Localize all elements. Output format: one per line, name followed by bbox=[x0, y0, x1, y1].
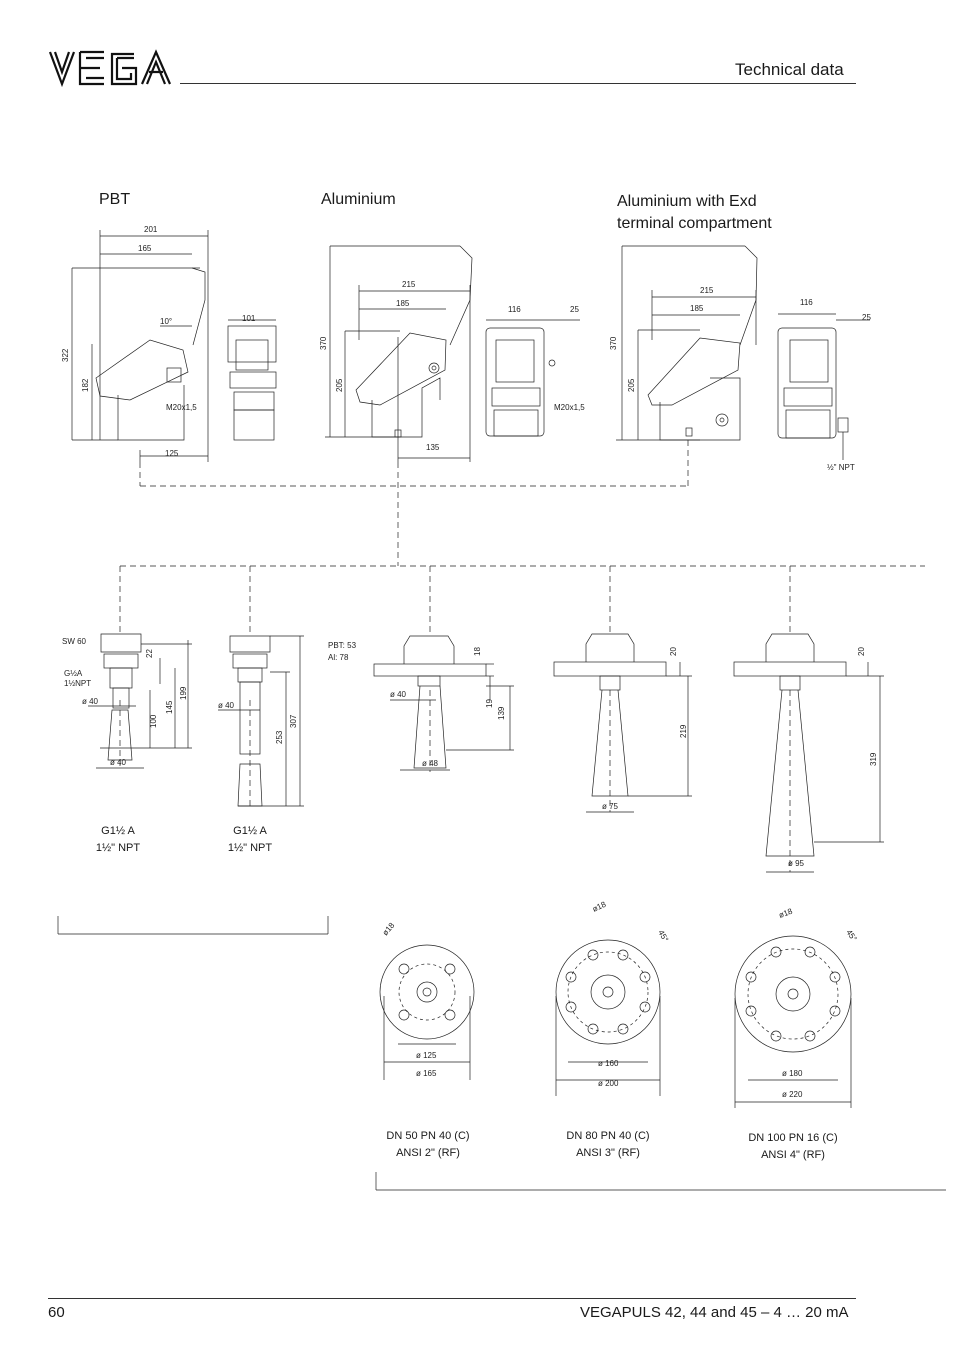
dim-rod1-npt: 1½NPT bbox=[64, 679, 91, 688]
dim-horn48-139: 139 bbox=[497, 706, 506, 720]
rod2-label-line1: G1½ A bbox=[233, 825, 267, 837]
dim-rod2-253: 253 bbox=[275, 730, 284, 744]
rod-antenna-2-drawing bbox=[218, 635, 304, 807]
dim-dn100-220: ø 220 bbox=[782, 1090, 803, 1099]
connection-lines bbox=[119, 440, 925, 872]
flange-dn100-label: DN 100 PN 16 (C) ANSI 4" (RF) bbox=[728, 1130, 858, 1164]
dim-rod2-307: 307 bbox=[289, 714, 298, 728]
dim-rod1-dia-top: ø 40 bbox=[82, 697, 99, 706]
flange-dn100-drawing bbox=[734, 935, 852, 1108]
rod1-label-line1: G1½ A bbox=[101, 825, 135, 837]
dim-dn80-160: ø 160 bbox=[598, 1059, 619, 1068]
dim-dn100-bolt: ø18 bbox=[778, 907, 795, 920]
aluminium-housing-drawing bbox=[325, 245, 580, 462]
dim-exd-25: 25 bbox=[862, 313, 871, 322]
dim-pbt-165: 165 bbox=[138, 244, 152, 253]
header-rule bbox=[180, 83, 856, 84]
dim-al-185: 185 bbox=[396, 299, 410, 308]
dim-pbt-322: 322 bbox=[61, 348, 70, 362]
flange-dn80-label: DN 80 PN 40 (C) ANSI 3" (RF) bbox=[548, 1128, 668, 1162]
dim-rod1-100: 100 bbox=[149, 714, 158, 728]
dim-horn95-dia: ø 95 bbox=[788, 859, 805, 868]
dim-pbt-101: 101 bbox=[242, 314, 256, 323]
dim-rod1-199: 199 bbox=[179, 686, 188, 700]
horn-antenna-75-drawing bbox=[553, 633, 692, 813]
dim-exd-370: 370 bbox=[609, 336, 618, 350]
dim-rod1-dia-bottom: ø 40 bbox=[110, 758, 127, 767]
flange-dn100-label-line1: DN 100 PN 16 (C) bbox=[748, 1132, 838, 1144]
dim-al-135: 135 bbox=[426, 443, 440, 452]
aluminium-exd-title-line2: terminal compartment bbox=[617, 215, 772, 232]
rod1-label-line2: 1½" NPT bbox=[95, 842, 141, 854]
dim-dn80-200: ø 200 bbox=[598, 1079, 619, 1088]
dim-al-25: 25 bbox=[570, 305, 579, 314]
dim-exd-205: 205 bbox=[627, 378, 636, 392]
dim-pbt-125: 125 bbox=[165, 449, 179, 458]
dim-pbt-201: 201 bbox=[144, 225, 158, 234]
flange-dn50-drawing bbox=[379, 944, 475, 1080]
dim-exd-npt: ½" NPT bbox=[827, 463, 855, 472]
dim-dn50-bolt: ø18 bbox=[381, 921, 397, 938]
aluminium-exd-housing-drawing bbox=[616, 245, 870, 460]
dim-rod1-22: 22 bbox=[145, 649, 154, 658]
horn-antenna-48-drawing bbox=[373, 635, 514, 771]
rod1-label: G1½ A 1½" NPT bbox=[88, 823, 148, 857]
dim-pbt-angle: 10° bbox=[160, 317, 172, 326]
flange-dn80-label-line1: DN 80 PN 40 (C) bbox=[566, 1130, 650, 1142]
aluminium-exd-title: Aluminium with Exd terminal compartment bbox=[617, 191, 772, 235]
dim-al-thread: M20x1,5 bbox=[554, 403, 585, 412]
footer-rule bbox=[48, 1298, 856, 1299]
pbt-title: PBT bbox=[99, 191, 131, 208]
dim-al-215: 215 bbox=[402, 280, 416, 289]
horn-antenna-95-drawing bbox=[733, 633, 884, 873]
dim-horn95-319: 319 bbox=[869, 752, 878, 766]
aluminium-exd-title-line1: Aluminium with Exd bbox=[617, 193, 757, 210]
dim-horn75-219: 219 bbox=[679, 724, 688, 738]
dim-pbt-thread: M20x1,5 bbox=[166, 403, 197, 412]
rod2-label-line2: 1½" NPT bbox=[227, 842, 273, 854]
flange-dn80-label-line2: ANSI 3" (RF) bbox=[576, 1147, 640, 1159]
dim-dn80-angle: 45° bbox=[656, 929, 670, 944]
dim-horn48-18: 18 bbox=[473, 647, 482, 656]
dim-dn80-bolt: ø18 bbox=[591, 900, 608, 914]
dim-dn100-angle: 45° bbox=[844, 928, 858, 943]
dim-al-370: 370 bbox=[319, 336, 328, 350]
dim-horn75-20: 20 bbox=[669, 647, 678, 656]
dim-horn48-pbt: PBT: 53 bbox=[328, 641, 357, 650]
pbt-housing-drawing bbox=[71, 230, 277, 462]
dim-rod1-sw60: SW 60 bbox=[62, 637, 87, 646]
flange-dn50-label: DN 50 PN 40 (C) ANSI 2" (RF) bbox=[368, 1128, 488, 1162]
document-title: VEGAPULS 42, 44 and 45 – 4 … 20 mA bbox=[580, 1304, 849, 1321]
section-title: Technical data bbox=[735, 60, 844, 79]
dim-horn48-dia48: ø 48 bbox=[422, 759, 439, 768]
dim-rod1-145: 145 bbox=[165, 700, 174, 714]
dim-dn50-165: ø 165 bbox=[416, 1069, 437, 1078]
dim-exd-185: 185 bbox=[690, 304, 704, 313]
rod2-label: G1½ A 1½" NPT bbox=[218, 823, 282, 857]
dim-exd-116: 116 bbox=[800, 298, 813, 307]
dim-rod2-dia: ø 40 bbox=[218, 701, 235, 710]
dim-horn48-dia40: ø 40 bbox=[390, 690, 407, 699]
dim-horn48-19: 19 bbox=[485, 699, 494, 708]
dim-al-205: 205 bbox=[335, 378, 344, 392]
dim-pbt-182: 182 bbox=[81, 378, 90, 392]
rod-antenna-1-drawing bbox=[88, 633, 192, 769]
dim-exd-215: 215 bbox=[700, 286, 714, 295]
dim-horn75-dia: ø 75 bbox=[602, 802, 619, 811]
aluminium-title: Aluminium bbox=[321, 191, 396, 208]
flange-dn50-label-line1: DN 50 PN 40 (C) bbox=[386, 1130, 470, 1142]
dim-rod1-thread: G½A bbox=[64, 669, 83, 678]
dim-horn48-al: Al: 78 bbox=[328, 653, 349, 662]
flange-dn100-label-line2: ANSI 4" (RF) bbox=[761, 1149, 825, 1161]
flange-dn80-drawing bbox=[555, 939, 661, 1096]
dim-dn50-125: ø 125 bbox=[416, 1051, 437, 1060]
page-number: 60 bbox=[48, 1304, 65, 1321]
dim-horn95-20: 20 bbox=[857, 647, 866, 656]
dim-al-116: 116 bbox=[508, 305, 521, 314]
dim-dn100-180: ø 180 bbox=[782, 1069, 803, 1078]
flange-dn50-label-line2: ANSI 2" (RF) bbox=[396, 1147, 460, 1159]
